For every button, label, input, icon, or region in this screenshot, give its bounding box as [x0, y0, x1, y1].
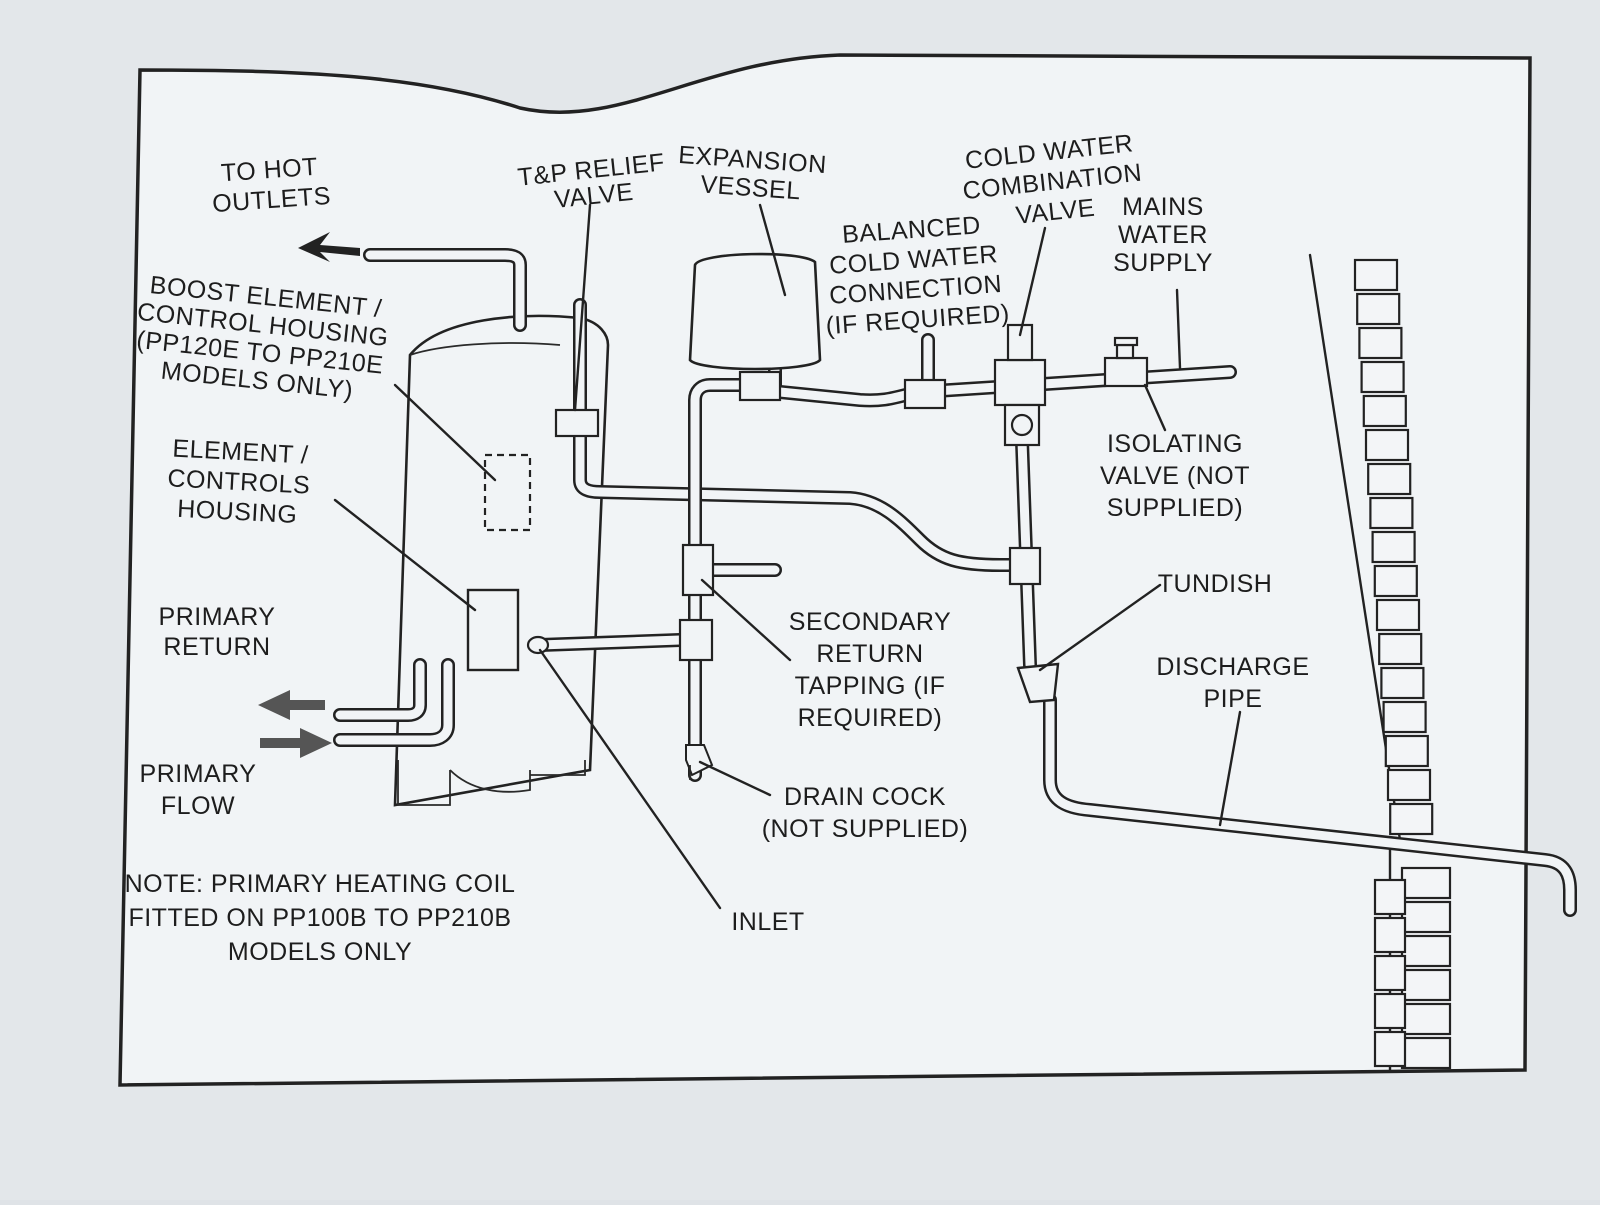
label-line: INLET	[731, 908, 804, 936]
primary-flow-arrow-icon	[260, 728, 332, 758]
label-line: MODELS ONLY	[228, 938, 412, 966]
label-discharge-pipe: DISCHARGE PIPE	[1156, 653, 1309, 713]
label-line: REQUIRED)	[798, 704, 943, 732]
label-line: TAPPING (IF	[795, 672, 946, 700]
label-isolating-valve: ISOLATING VALVE (NOT SUPPLIED)	[1100, 430, 1250, 522]
brick	[1373, 1030, 1407, 1068]
label-line: SECONDARY	[789, 608, 951, 636]
brick	[1358, 326, 1403, 360]
brick	[1364, 428, 1410, 462]
tp-relief-valve-body	[554, 408, 600, 438]
label-line: TUNDISH	[1158, 570, 1273, 598]
brick	[1386, 768, 1432, 802]
label-element-controls-housing: ELEMENT /CONTROLSHOUSING	[165, 434, 312, 529]
brick	[1360, 360, 1405, 394]
brick	[1380, 666, 1425, 700]
leader-lines	[333, 203, 1242, 910]
brick	[1373, 916, 1407, 954]
brick	[1373, 564, 1418, 598]
label-line: VESSEL	[700, 170, 802, 205]
label-line: RETURN	[816, 640, 923, 668]
combination-valve-body	[993, 358, 1047, 407]
label-expansion-vessel: EXPANSIONVESSEL	[676, 141, 828, 207]
label-line: DISCHARGE	[1156, 653, 1309, 681]
label-line: PIPE	[1204, 685, 1263, 713]
label-line: SUPPLY	[1113, 249, 1213, 277]
brick	[1371, 530, 1416, 564]
brick	[1375, 598, 1421, 632]
label-line: ISOLATING	[1107, 430, 1243, 458]
label-line: TO HOT	[220, 153, 319, 188]
label-line: PRIMARY	[140, 760, 257, 788]
expansion-vessel-shape	[688, 252, 822, 371]
label-note: NOTE: PRIMARY HEATING COIL FITTED ON PP10…	[125, 870, 516, 966]
label-secondary-return-tapping: SECONDARY RETURN TAPPING (IF REQUIRED)	[789, 608, 951, 732]
isolating-valve-body	[1103, 356, 1149, 388]
brick	[1373, 954, 1407, 992]
brick	[1382, 700, 1427, 734]
brick	[1400, 968, 1452, 1002]
brick	[1373, 878, 1407, 916]
flow-arrows	[258, 232, 360, 758]
brick	[1356, 292, 1401, 326]
brick	[1400, 934, 1452, 968]
brick	[1400, 1002, 1452, 1036]
brick	[1367, 462, 1412, 496]
label-line: HOUSING	[177, 495, 298, 529]
brick	[1353, 258, 1399, 292]
label-primary-flow: PRIMARY FLOW	[140, 760, 257, 820]
brick	[1400, 866, 1452, 900]
brick	[1389, 802, 1434, 836]
primary-return-arrow-icon	[258, 690, 325, 720]
label-line: MAINS	[1122, 193, 1204, 221]
label-line: FLOW	[161, 792, 235, 820]
label-drain-cock: DRAIN COCK (NOT SUPPLIED)	[762, 783, 969, 843]
label-tundish: TUNDISH	[1158, 570, 1273, 598]
label-line: VALVE (NOT	[1100, 462, 1250, 490]
element-controls-housing	[466, 588, 520, 672]
label-line: WATER	[1118, 221, 1208, 249]
label-line: PRIMARY	[159, 603, 276, 631]
label-line: FITTED ON PP100B TO PP210B	[128, 904, 511, 932]
drain-cock-body	[685, 744, 714, 777]
brick	[1369, 496, 1414, 530]
label-line: SUPPLIED)	[1107, 494, 1243, 522]
label-line: RETURN	[163, 633, 270, 661]
brick	[1400, 1036, 1452, 1070]
fittings	[526, 252, 1149, 780]
brick	[1373, 992, 1407, 1030]
brick-wall	[1308, 253, 1452, 1072]
brick	[1378, 632, 1423, 666]
hot-outlet-arrow-icon	[298, 232, 360, 262]
brick	[1400, 900, 1452, 934]
brick	[1384, 734, 1429, 768]
label-line: NOTE: PRIMARY HEATING COIL	[125, 870, 516, 898]
label-inlet: INLET	[731, 908, 804, 936]
brick	[1362, 394, 1407, 428]
label-line: DRAIN COCK	[784, 783, 946, 811]
label-line: (NOT SUPPLIED)	[762, 815, 969, 843]
